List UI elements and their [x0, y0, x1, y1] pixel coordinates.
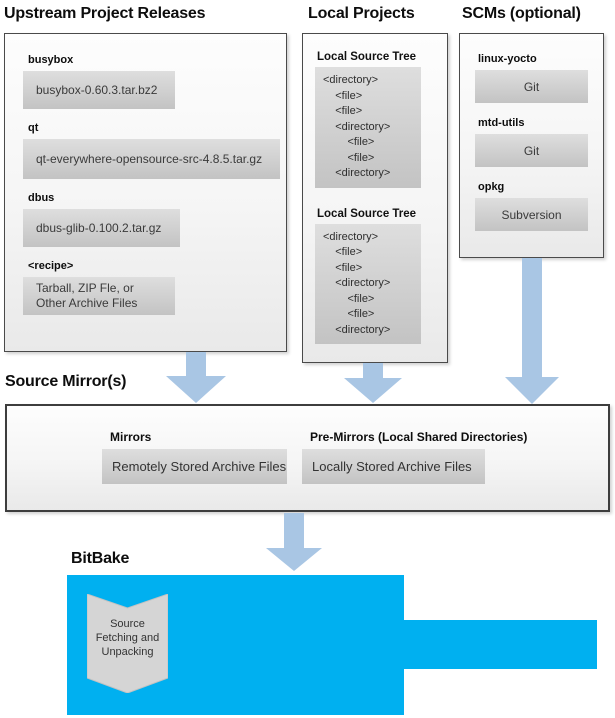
- upstream-item-label: busybox: [28, 54, 74, 66]
- premirrors-value: Locally Stored Archive Files: [302, 449, 485, 484]
- scm-item-label: linux-yocto: [478, 53, 537, 65]
- local-source-tree-box: <directory> <file> <file> <directory> <f…: [315, 67, 421, 188]
- flow-arrow-local-to-mirror: [344, 363, 402, 403]
- mirrors-value: Remotely Stored Archive Files: [102, 449, 287, 484]
- local-projects-panel: Local Source Tree <directory> <file> <fi…: [302, 33, 448, 363]
- local-projects-title: Local Projects: [308, 5, 415, 22]
- scm-item-value: Git: [475, 70, 588, 103]
- premirrors-label: Pre-Mirrors (Local Shared Directories): [310, 430, 528, 444]
- upstream-item-value: dbus-glib-0.100.2.tar.gz: [23, 209, 180, 247]
- upstream-item-label: qt: [28, 122, 39, 134]
- scm-item-value: Git: [475, 134, 588, 167]
- tree-line: <directory>: [323, 277, 391, 289]
- premirrors-group: Pre-Mirrors (Local Shared Directories) L…: [302, 430, 527, 484]
- tree-line: <directory>: [323, 323, 391, 336]
- tree-line: <file>: [323, 308, 375, 320]
- upstream-item-value: qt-everywhere-opensource-src-4.8.5.tar.g…: [23, 139, 280, 179]
- tree-line: <file>: [323, 292, 375, 305]
- tree-line: <file>: [323, 246, 363, 258]
- local-source-tree-box: <directory> <file> <file> <directory> <f…: [315, 223, 421, 344]
- tree-line: <directory>: [323, 120, 391, 133]
- upstream-item-value: busybox-0.60.3.tar.bz2: [23, 71, 175, 109]
- upstream-panel: busybox busybox-0.60.3.tar.bz2 qt qt-eve…: [4, 33, 287, 352]
- source-mirror-title: Source Mirror(s): [5, 373, 127, 390]
- mirrors-label: Mirrors: [110, 430, 152, 444]
- tree-line: <file>: [323, 89, 363, 102]
- scms-title: SCMs (optional): [462, 5, 581, 22]
- tree-line: <file>: [323, 151, 375, 164]
- tree-line: <file>: [323, 136, 375, 148]
- tree-line: <directory>: [323, 74, 379, 86]
- upstream-item-label: dbus: [28, 192, 55, 204]
- flow-arrow-upstream-to-mirror: [166, 352, 226, 403]
- tree-line: <directory>: [323, 167, 391, 179]
- tree-line: <file>: [323, 105, 363, 117]
- upstream-title: Upstream Project Releases: [4, 5, 206, 22]
- local-source-tree-label: Local Source Tree: [317, 207, 417, 220]
- source-fetch-label: Source Fetching and Unpacking: [95, 618, 160, 658]
- scm-item-value: Subversion: [475, 198, 588, 231]
- source-mirror-panel: Mirrors Remotely Stored Archive Files Pr…: [5, 404, 610, 512]
- scm-item-label: opkg: [478, 181, 505, 193]
- bitbake-pipe: [404, 620, 597, 669]
- upstream-item-label: <recipe>: [28, 260, 74, 272]
- local-source-tree-label: Local Source Tree: [317, 51, 417, 63]
- flow-arrow-scm-to-mirror: [505, 258, 559, 404]
- mirrors-group: Mirrors Remotely Stored Archive Files: [102, 430, 287, 484]
- scm-item-label: mtd-utils: [478, 117, 525, 129]
- upstream-item-value: Tarball, ZIP Fle, or Other Archive Files: [23, 277, 175, 315]
- bitbake-title: BitBake: [71, 550, 130, 567]
- tree-line: <file>: [323, 261, 363, 274]
- source-fetch-chevron: [87, 594, 168, 693]
- flow-arrow-mirror-to-bitbake: [266, 513, 322, 571]
- tree-line: <directory>: [323, 230, 379, 243]
- scms-panel: linux-yocto Git mtd-utils Git opkg Subve…: [459, 33, 604, 258]
